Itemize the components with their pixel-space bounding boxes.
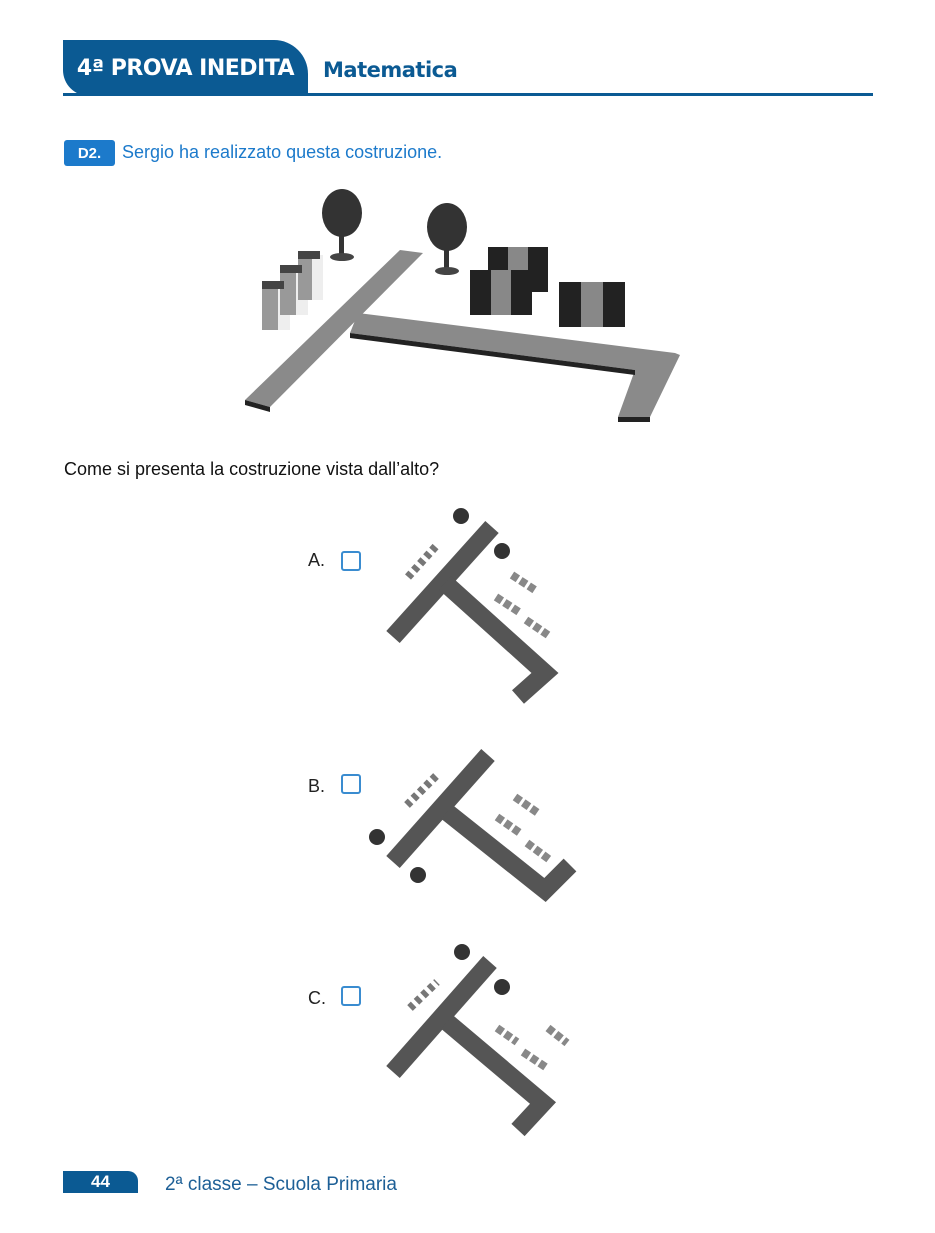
road (386, 749, 495, 868)
tree-icon (494, 979, 510, 995)
test-title: 4ª PROVA INEDITA (76, 55, 295, 81)
option-b-checkbox[interactable] (341, 774, 361, 794)
building (494, 1024, 520, 1046)
building (405, 542, 440, 580)
road (245, 250, 680, 422)
tree-icon (427, 203, 467, 275)
option-a-label: A. (308, 550, 326, 570)
option-b-label: B. (308, 776, 326, 796)
tree-icon (410, 867, 426, 883)
road (386, 956, 497, 1078)
option-b-diagram (369, 749, 577, 903)
subject-title: Matematica (323, 58, 458, 82)
building-right (470, 247, 625, 327)
page-number: 44 (63, 1171, 138, 1193)
option-c-checkbox[interactable] (341, 986, 361, 1006)
building (545, 1024, 570, 1047)
option-a-diagram (386, 508, 559, 704)
building (509, 571, 538, 594)
option-c-label: C. (308, 988, 326, 1008)
building (520, 1048, 550, 1072)
building (407, 979, 440, 1011)
road (438, 576, 559, 704)
building (494, 813, 523, 837)
header-rule (63, 93, 873, 96)
building (493, 593, 522, 616)
tree-icon (494, 543, 510, 559)
construction-illustration (245, 189, 680, 422)
road (386, 520, 499, 644)
tree-icon (454, 944, 470, 960)
road (441, 1015, 557, 1137)
tree-icon (322, 189, 362, 261)
footer-text: 2ª classe – Scuola Primaria (165, 1174, 397, 1195)
test-tab: 4ª PROVA INEDITA (63, 40, 308, 96)
building (512, 793, 541, 817)
question-text: Come si presenta la costruzione vista da… (64, 459, 440, 479)
tree-icon (453, 508, 469, 524)
building (523, 616, 551, 639)
building (404, 772, 440, 808)
exercise-title: Sergio ha realizzato questa costruzione. (122, 142, 443, 162)
building (524, 839, 553, 864)
option-c-diagram (386, 944, 570, 1137)
option-a-checkbox[interactable] (341, 551, 361, 571)
road (441, 804, 577, 903)
building-left (262, 251, 323, 330)
tree-icon (369, 829, 385, 845)
exercise-number: D2. (64, 140, 115, 166)
